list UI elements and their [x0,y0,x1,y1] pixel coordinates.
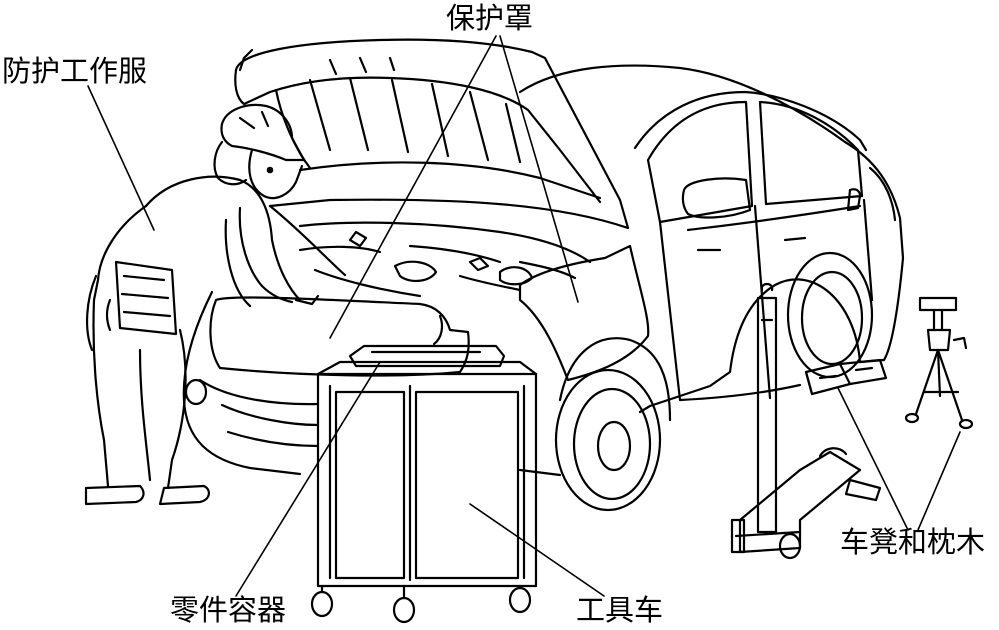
leader-lines [87,35,961,597]
label-protective-clothing: 防护工作服 [2,54,148,88]
leader-cover-left [329,35,497,339]
label-protective-cover: 保护罩 [446,1,534,35]
car-illustration [182,38,905,512]
tool-cart-illustration [310,344,538,624]
label-parts-container: 零件容器 [170,593,287,627]
mechanic-illustration [84,103,320,506]
leader-block [837,387,909,531]
wood-block-illustration [804,358,888,396]
leader-cart [469,503,605,597]
floor-jack-illustration [730,282,882,560]
label-tool-cart: 工具车 [576,593,664,627]
leader-stand [917,431,961,531]
label-stand-and-block: 车凳和枕木 [840,525,986,559]
leader-clothing [87,85,155,231]
leader-parts [235,361,381,597]
jack-stand-illustration [904,296,974,430]
leader-cover-right [499,35,579,303]
